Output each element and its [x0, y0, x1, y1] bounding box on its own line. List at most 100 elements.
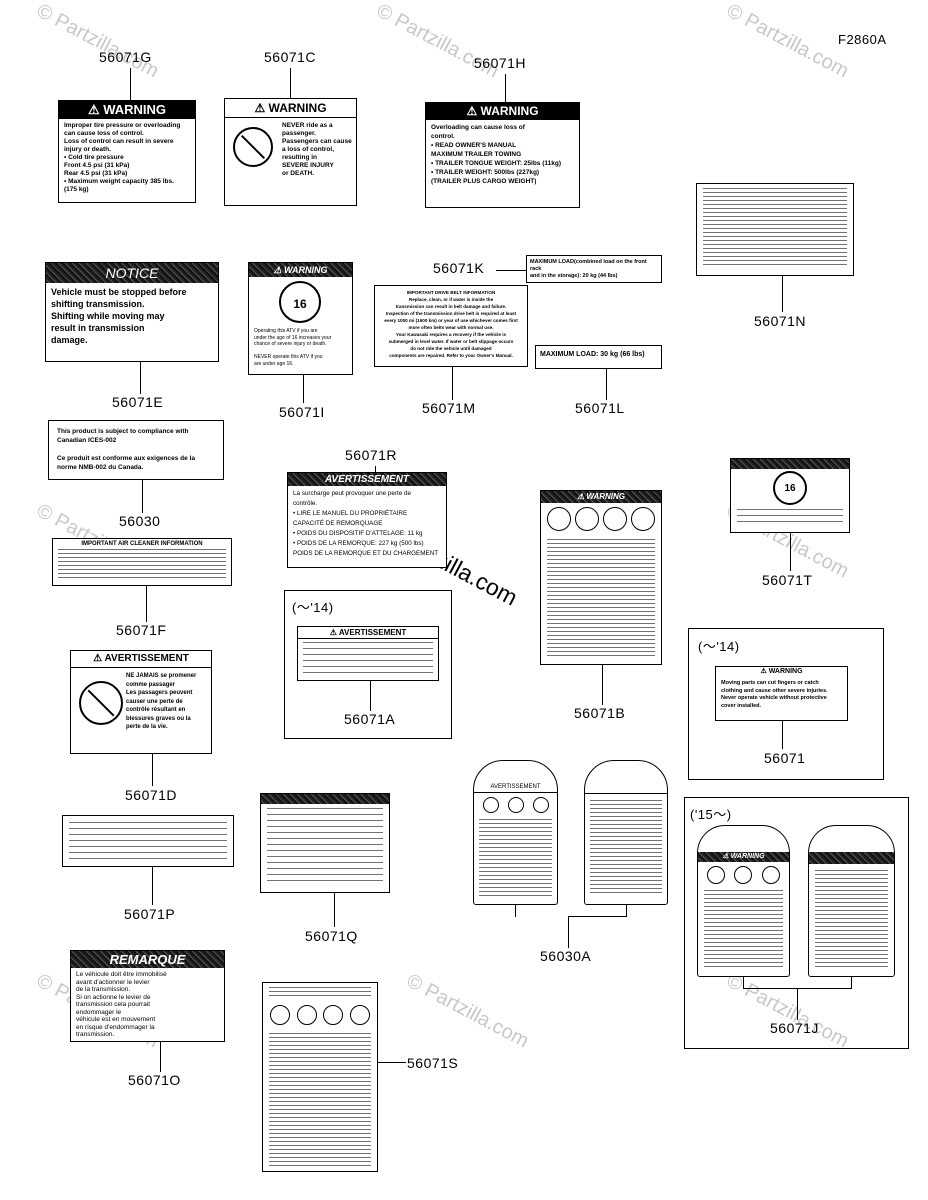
- text-lines: [69, 822, 227, 862]
- part-code-56071C[interactable]: 56071C: [264, 49, 317, 65]
- label-56071[interactable]: ⚠ WARNING Moving parts can cut fingers o…: [715, 666, 848, 721]
- hazard-icons: [698, 862, 789, 888]
- text-lines: [590, 800, 662, 896]
- tag-header: [809, 852, 894, 864]
- label-56071E[interactable]: NOTICE Vehicle must be stopped before sh…: [45, 262, 219, 362]
- text-lines: [267, 808, 383, 886]
- leader-line: [790, 533, 791, 571]
- label-56071I[interactable]: ⚠ WARNING 16 Operating this ATV if you a…: [248, 262, 353, 375]
- no-passenger-icon: [233, 127, 273, 167]
- label-56030[interactable]: This product is subject to compliance wi…: [48, 420, 224, 480]
- label-header: [261, 794, 389, 804]
- leader-line: [334, 893, 335, 927]
- hang-tag-56071J-left[interactable]: ⚠ WARNING: [697, 825, 790, 977]
- label-56071N[interactable]: [696, 183, 854, 276]
- label-56071B[interactable]: ⚠ WARNING: [540, 490, 662, 665]
- year-range-to-14: (～'14): [292, 600, 334, 615]
- year-range-from-15: ('15～): [690, 807, 732, 822]
- label-56071R[interactable]: AVERTISSEMENT La surcharge peut provoque…: [287, 472, 447, 568]
- notice-header: NOTICE: [46, 263, 218, 283]
- label-text: Operating this ATV if you are under the …: [254, 328, 332, 367]
- label-56071T[interactable]: 16: [730, 458, 850, 533]
- label-56071D[interactable]: ⚠ AVERTISSEMENT NE JAMAIS se promener co…: [70, 650, 212, 754]
- warning-header: ⚠ WARNING: [225, 99, 356, 118]
- label-56071G[interactable]: ⚠ WARNING Improper tire pressure or over…: [58, 100, 196, 203]
- leader-line: [130, 68, 131, 100]
- leader-line: [496, 270, 526, 271]
- text-lines: [703, 188, 847, 268]
- label-56071P[interactable]: [62, 815, 234, 867]
- part-code-56030[interactable]: 56030: [119, 513, 161, 529]
- group-frame-56071A: [284, 590, 452, 739]
- leader-line: [743, 977, 744, 989]
- hang-tag-56030A-left[interactable]: AVERTISSEMENT: [473, 760, 558, 905]
- part-code-56071P[interactable]: 56071P: [124, 906, 176, 922]
- warning-header: ⚠ WARNING: [698, 852, 789, 862]
- hazard-icons: [263, 1001, 377, 1029]
- text-lines: [269, 1033, 371, 1168]
- part-code-56071D[interactable]: 56071D: [125, 787, 178, 803]
- year-range-to-14: (～'14): [698, 639, 740, 654]
- warning-header: ⚠ WARNING: [760, 668, 803, 675]
- part-code-56071L[interactable]: 56071L: [575, 400, 625, 416]
- no-passenger-icon: [79, 681, 123, 725]
- label-56071K[interactable]: MAXIMUM LOAD(combined load on the front …: [526, 255, 662, 283]
- text-lines: [58, 549, 226, 579]
- part-code-56071E[interactable]: 56071E: [112, 394, 164, 410]
- text-lines: [815, 870, 888, 970]
- part-code-56071S[interactable]: 56071S: [407, 1055, 459, 1071]
- text-lines: [269, 987, 371, 997]
- part-code-56071N[interactable]: 56071N: [754, 313, 807, 329]
- label-text: MAXIMUM LOAD: 30 kg (66 lbs): [540, 351, 645, 358]
- label-56071F[interactable]: IMPORTANT AIR CLEANER INFORMATION: [52, 538, 232, 586]
- label-56071C[interactable]: ⚠ WARNING NEVER ride as a passenger. Pas…: [224, 98, 357, 206]
- label-56071A[interactable]: ⚠ AVERTISSEMENT: [297, 626, 439, 681]
- part-code-56071M[interactable]: 56071M: [422, 400, 476, 416]
- label-text: La surcharge peut provoquer une perte de…: [293, 490, 439, 557]
- part-code-56071K[interactable]: 56071K: [433, 260, 485, 276]
- part-code-56071T[interactable]: 56071T: [762, 572, 813, 588]
- avertissement-header: ⚠ AVERTISSEMENT: [71, 651, 211, 668]
- part-code-56071R[interactable]: 56071R: [345, 447, 398, 463]
- leader-line: [797, 988, 798, 1020]
- avertissement-header: ⚠ AVERTISSEMENT: [298, 627, 438, 639]
- label-text: Moving parts can cut fingers or catch cl…: [721, 680, 828, 709]
- leader-line: [290, 68, 291, 98]
- leader-line: [140, 362, 141, 394]
- part-code-56071Q[interactable]: 56071Q: [305, 928, 358, 944]
- hang-tag-56071J-right[interactable]: [808, 825, 895, 977]
- label-text: Le véhicule doit être immobilisé avant d…: [76, 971, 167, 1038]
- avertissement-header: AVERTISSEMENT: [474, 783, 557, 793]
- label-text: Overloading can cause loss of control. •…: [431, 124, 562, 185]
- label-56071O[interactable]: REMARQUE Le véhicule doit être immobilis…: [70, 950, 225, 1042]
- leader-line: [370, 681, 371, 711]
- leader-line: [152, 754, 153, 786]
- part-code-56030A[interactable]: 56030A: [540, 948, 592, 964]
- label-56071S[interactable]: [262, 982, 378, 1172]
- text-lines: [547, 539, 655, 657]
- part-code-56071J[interactable]: 56071J: [770, 1020, 819, 1036]
- part-code-56071B[interactable]: 56071B: [574, 705, 626, 721]
- part-code-56071F[interactable]: 56071F: [116, 622, 167, 638]
- part-code-56071A[interactable]: 56071A: [344, 711, 396, 727]
- label-56071H[interactable]: ⚠ WARNING Overloading can cause loss of …: [425, 102, 580, 208]
- part-code-56071I[interactable]: 56071I: [279, 404, 325, 420]
- label-56071Q[interactable]: [260, 793, 390, 893]
- group-frame-56071J: [684, 797, 909, 1049]
- leader-line: [505, 74, 506, 102]
- hang-tag-56030A-right[interactable]: [584, 760, 668, 905]
- part-code-56071H[interactable]: 56071H: [474, 55, 527, 71]
- label-56071L[interactable]: MAXIMUM LOAD: 30 kg (66 lbs): [535, 345, 662, 369]
- part-code-56071O[interactable]: 56071O: [128, 1072, 181, 1088]
- part-code-56071G[interactable]: 56071G: [99, 49, 152, 65]
- label-header: IMPORTANT AIR CLEANER INFORMATION: [81, 541, 203, 547]
- age-badge: 16: [784, 483, 796, 494]
- warning-header: ⚠ WARNING: [426, 103, 579, 120]
- leader-line: [515, 905, 516, 917]
- age-badge: 16: [293, 297, 307, 311]
- part-code-56071[interactable]: 56071: [764, 750, 806, 766]
- label-text: NE JAMAIS se promener comme passager Les…: [126, 673, 197, 730]
- label-56071M[interactable]: IMPORTANT DRIVE BELT INFORMATION Replace…: [374, 285, 528, 367]
- watermark: © Partzilla.com: [402, 969, 533, 1053]
- label-text: Vehicle must be stopped before shifting …: [51, 287, 187, 345]
